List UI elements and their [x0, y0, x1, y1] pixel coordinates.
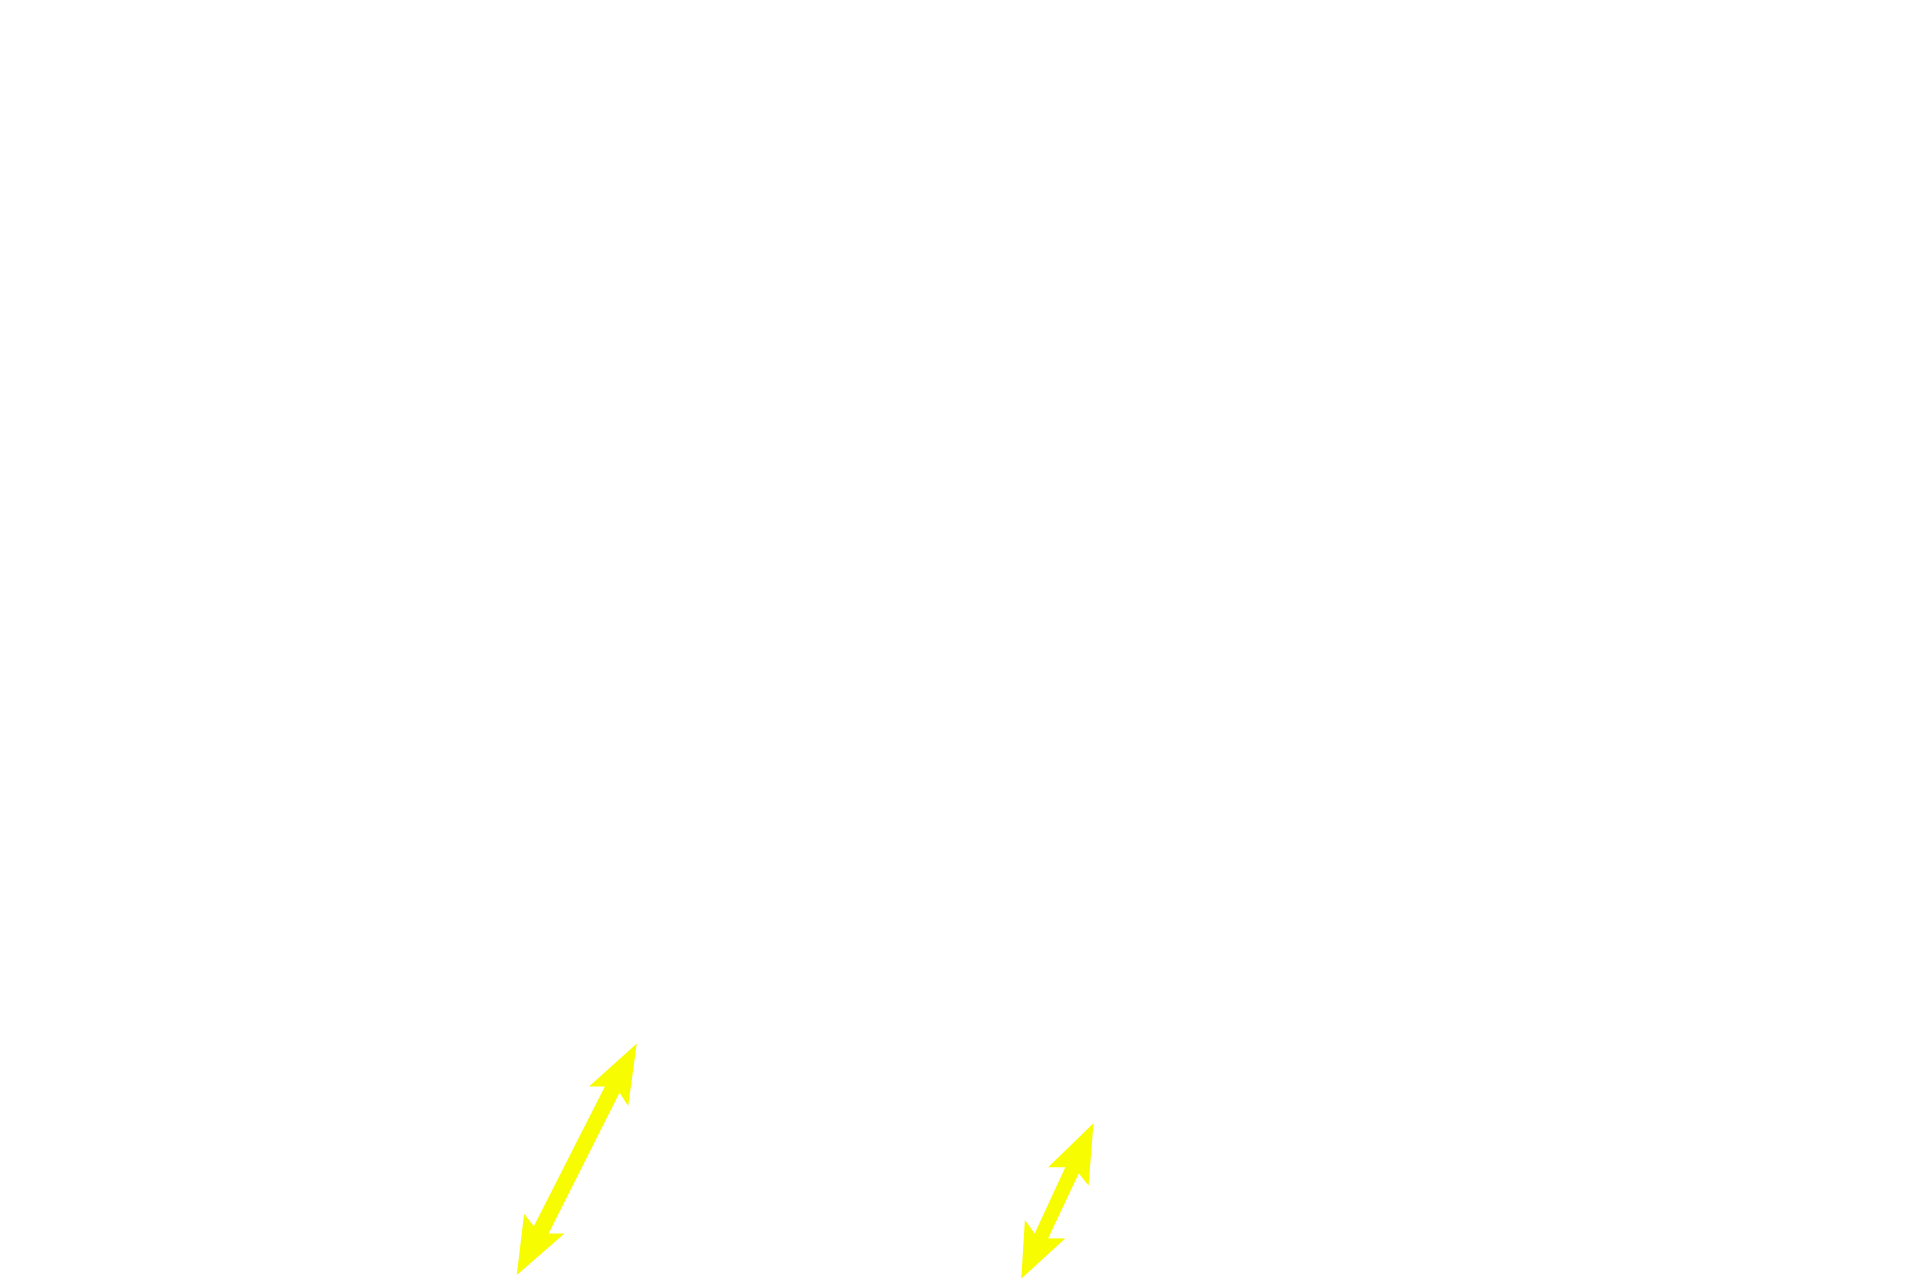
double-arrow-left-icon [516, 1043, 637, 1276]
double-arrow-right-icon [1021, 1123, 1094, 1279]
